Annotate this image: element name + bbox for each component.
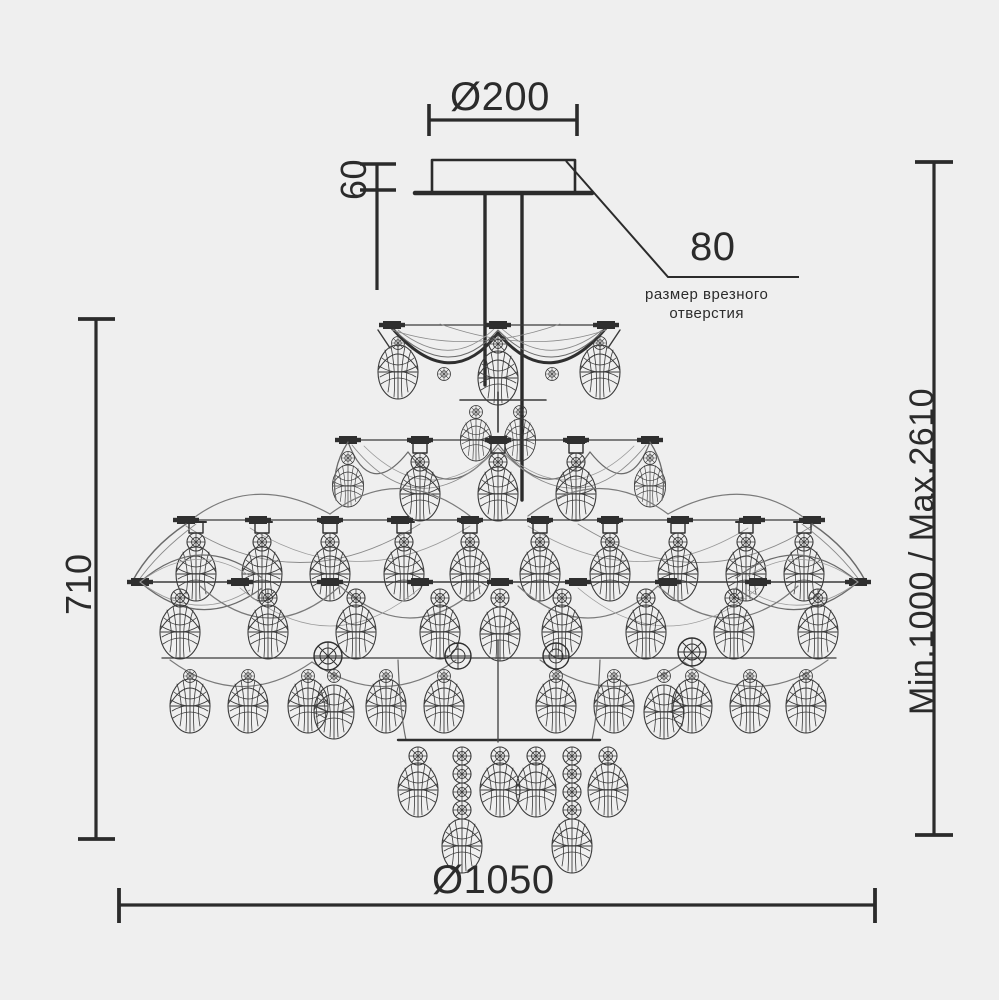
rosette-center-right [542,642,570,670]
chandelier-widest-ring [127,554,871,662]
suspension-rods [483,191,524,502]
chandelier-tier-2 [332,436,665,521]
center-stem-upper [459,391,547,461]
cutout-note-line-2: отверстия [669,305,745,322]
chandelier-tier-1 [377,321,621,406]
rosette-right [677,637,707,667]
label-cutout-size: 80 [690,225,736,269]
chandelier-lower-ring [161,637,837,740]
label-cutout-note: размер врезного отверстия [645,285,768,323]
rosette-center-left [444,642,472,670]
leader-line-cutout [565,160,799,278]
label-fixture-diameter: Ø1050 [432,858,555,902]
label-plate-height: 60 [333,158,374,200]
dim-diameter-1050 [117,888,877,923]
dim-height-710 [78,317,115,841]
dim-height-60 [360,162,396,290]
label-total-drop: Min.1000 / Max.2610 [903,387,941,715]
cutout-note-line-1: размер врезного [645,286,769,303]
left-tip [127,554,263,611]
dim-diameter-200 [427,104,579,136]
rosette-left [313,641,343,671]
dim-total-drop [915,160,953,837]
ceiling-mount-plate [412,158,595,196]
label-plate-diameter: Ø200 [450,75,550,119]
chandelier-tier-3 [131,487,867,601]
right-tip [735,554,871,611]
chandelier-bottom-tier [396,659,629,874]
label-fixture-height: 710 [58,553,99,615]
